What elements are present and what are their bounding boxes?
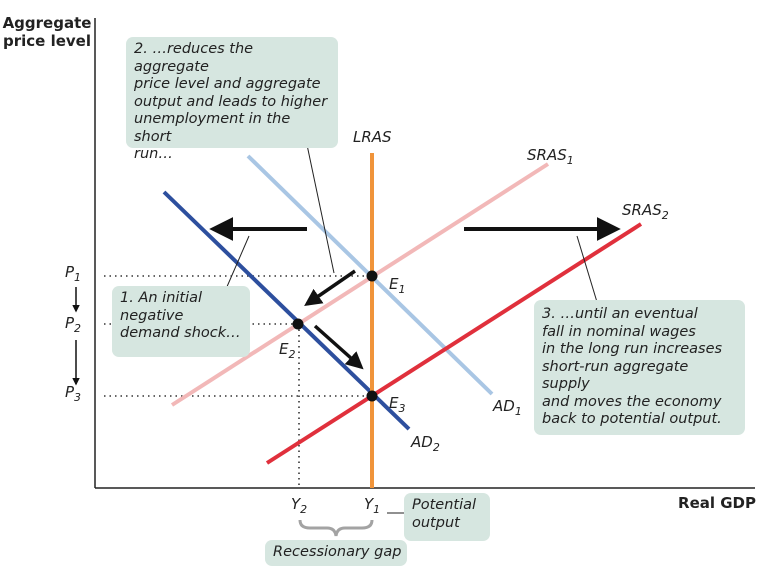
sras1-curve [170,162,550,407]
gap-brace [298,519,374,537]
callout-step2: 2. …reduces the aggregate price level an… [126,37,338,162]
leader-step1 [225,235,250,290]
sras1-label: SRAS1 [527,146,574,168]
e1-to-e2-arrow [304,269,356,306]
x-axis-label: Real GDP [678,494,756,512]
y2-label: Y2 [291,495,308,517]
e2-to-e3-arrow [313,324,364,370]
leader-step3 [576,235,598,303]
callout-step1: 1. An initial negative demand shock… [112,286,250,357]
callout-step3: 3. …until an eventual fall in nominal wa… [534,300,745,435]
e2-point [292,318,304,330]
lras-label: LRAS [353,128,392,146]
e3-label: E3 [389,394,406,416]
e2-label: E2 [279,340,296,362]
ad1-label: AD1 [493,397,522,419]
callout-recessionary-gap: Recessionary gap [265,540,407,566]
y-axis-label: Aggregate price level [2,14,92,50]
ad2-curve [162,190,411,431]
callout-potential-output: Potential output [404,493,490,541]
e1-point [366,270,378,282]
sras2-label: SRAS2 [622,201,669,223]
sras2-curve [265,222,643,465]
leader-step2 [305,139,335,274]
e3-point [366,390,378,402]
ad2-label: AD2 [411,433,440,455]
y1-label: Y1 [364,495,381,517]
p3-label: P3 [65,383,82,405]
p1-label: P1 [65,263,82,285]
e1-label: E1 [389,275,406,297]
p2-label: P2 [65,314,82,336]
